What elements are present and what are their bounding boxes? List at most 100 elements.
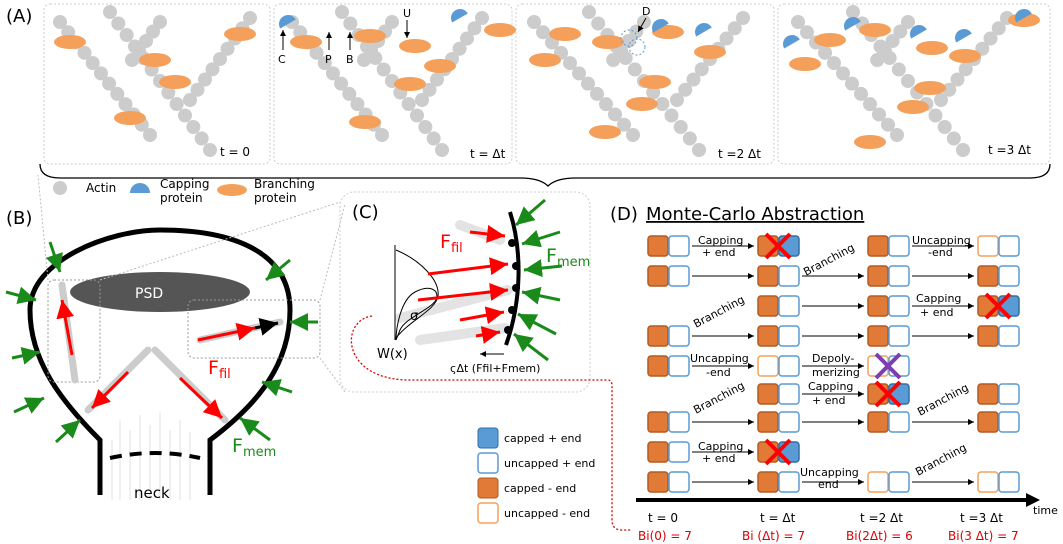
- branching-protein: [589, 125, 621, 139]
- removed-mark: [764, 438, 792, 466]
- branching-protein: [626, 97, 658, 111]
- actin-monomer: [460, 31, 474, 46]
- removed-mark: [874, 352, 902, 380]
- panel-d-title: Monte-Carlo Abstraction: [646, 204, 864, 225]
- minus-end-box: [757, 355, 779, 377]
- actin-monomer: [891, 62, 906, 77]
- actin-monomer: [599, 97, 613, 112]
- plus-end-box: [778, 265, 800, 287]
- plus-end-box: [888, 235, 910, 257]
- spine-ffil-label: Ffil: [208, 357, 231, 382]
- capping-protein: [694, 23, 712, 37]
- branching-protein: [399, 39, 431, 53]
- branching-legend-icon: [217, 184, 247, 196]
- minus-end-box: [977, 235, 999, 257]
- actin-monomer: [893, 24, 908, 39]
- time-axis-head: [1026, 493, 1040, 507]
- plus-end-box: [888, 325, 910, 347]
- actin-monomer: [582, 5, 596, 19]
- capping-protein: [451, 9, 468, 23]
- actin-monomer: [572, 66, 586, 81]
- actin-monomer: [85, 56, 100, 71]
- minus-end-box: [757, 235, 779, 257]
- minus-end-box: [977, 471, 999, 493]
- plus-end-box: [998, 325, 1020, 347]
- panel-c-label: (C): [352, 202, 379, 223]
- transition-label: Capping: [698, 234, 743, 247]
- actin-monomer: [877, 43, 892, 58]
- actin-monomer: [102, 76, 117, 91]
- transition-label: + end: [702, 452, 735, 465]
- spine-fil-forces: [56, 299, 256, 420]
- actin-monomer: [186, 120, 201, 134]
- minus-end-box: [867, 295, 889, 317]
- actin-monomer: [342, 86, 357, 101]
- panel-a-label: (A): [6, 6, 32, 27]
- actin-monomer: [213, 52, 227, 66]
- time-label-a-1: t = Δt: [470, 147, 506, 161]
- actin-monomer: [836, 66, 850, 81]
- actin-monomer: [220, 41, 235, 56]
- removed-mark: [984, 292, 1012, 320]
- actin-monomer: [692, 143, 706, 157]
- branching-protein: [349, 115, 381, 129]
- capping-protein: [783, 35, 800, 49]
- time-tick-2: t =2 Δt: [860, 511, 903, 525]
- legend-capped-plus: capped + end: [504, 432, 581, 445]
- minus-end-box: [867, 325, 889, 347]
- actin-monomer: [946, 131, 961, 146]
- plus-end-box: [668, 411, 690, 433]
- plus-end-box: [888, 295, 910, 317]
- plus-end-box: [888, 471, 910, 493]
- plus-end-box: [668, 235, 690, 257]
- branching-protein: [592, 35, 624, 49]
- capping-protein: [844, 17, 861, 31]
- minus-end-box: [647, 265, 669, 287]
- actin-monomer: [143, 128, 157, 142]
- depolymerized-ghost: [620, 29, 646, 56]
- actin-monomer: [928, 108, 943, 123]
- actin-monomer: [183, 93, 197, 107]
- branching-protein: [814, 33, 846, 47]
- actin-monomer: [536, 25, 550, 40]
- minus-end-box: [977, 383, 999, 405]
- transition-label: -end: [706, 366, 731, 379]
- actin-monomer: [646, 85, 661, 100]
- time-axis-label: time: [1033, 504, 1058, 517]
- plus-end-box: [778, 295, 800, 317]
- pointer-arrows: [280, 17, 647, 50]
- legend-actin: Actin: [86, 181, 116, 195]
- plus-end-box: [888, 355, 910, 377]
- plus-end-box: [778, 355, 800, 377]
- time-tick-0: t = 0: [648, 511, 678, 525]
- spine-mem-forces: [5, 241, 318, 444]
- actin-monomer: [719, 31, 734, 46]
- branching-protein: [54, 35, 86, 49]
- branching-protein: [549, 27, 581, 41]
- plus-end-box: [778, 411, 800, 433]
- actin-monomer: [872, 107, 886, 122]
- transition-label: merizing: [812, 366, 860, 379]
- minus-end-box: [867, 383, 889, 405]
- actin-monomer: [885, 34, 900, 48]
- actin-monomer: [467, 21, 482, 36]
- pointer-p: P: [325, 53, 332, 66]
- transition-label: Capping: [916, 292, 961, 305]
- transition-label: Branching: [913, 441, 968, 479]
- actin-monomer: [119, 28, 134, 42]
- actin-monomer: [410, 108, 424, 123]
- legend-capping-l2: protein: [160, 191, 203, 205]
- actin-monomer: [590, 86, 604, 101]
- actin-monomer: [617, 117, 631, 132]
- actin-monomer: [606, 53, 621, 67]
- transition-label: Branching: [801, 241, 856, 279]
- removed-mark: [874, 380, 902, 408]
- red-connector: [350, 315, 632, 531]
- plus-end-box: [668, 441, 690, 463]
- capping-protein: [955, 29, 972, 43]
- actin-monomer: [827, 56, 841, 71]
- minus-end-box: [867, 235, 889, 257]
- minus-end-box: [977, 411, 999, 433]
- panel-c-fmem-label: Fmem: [546, 245, 590, 270]
- actin-monomer: [694, 62, 709, 77]
